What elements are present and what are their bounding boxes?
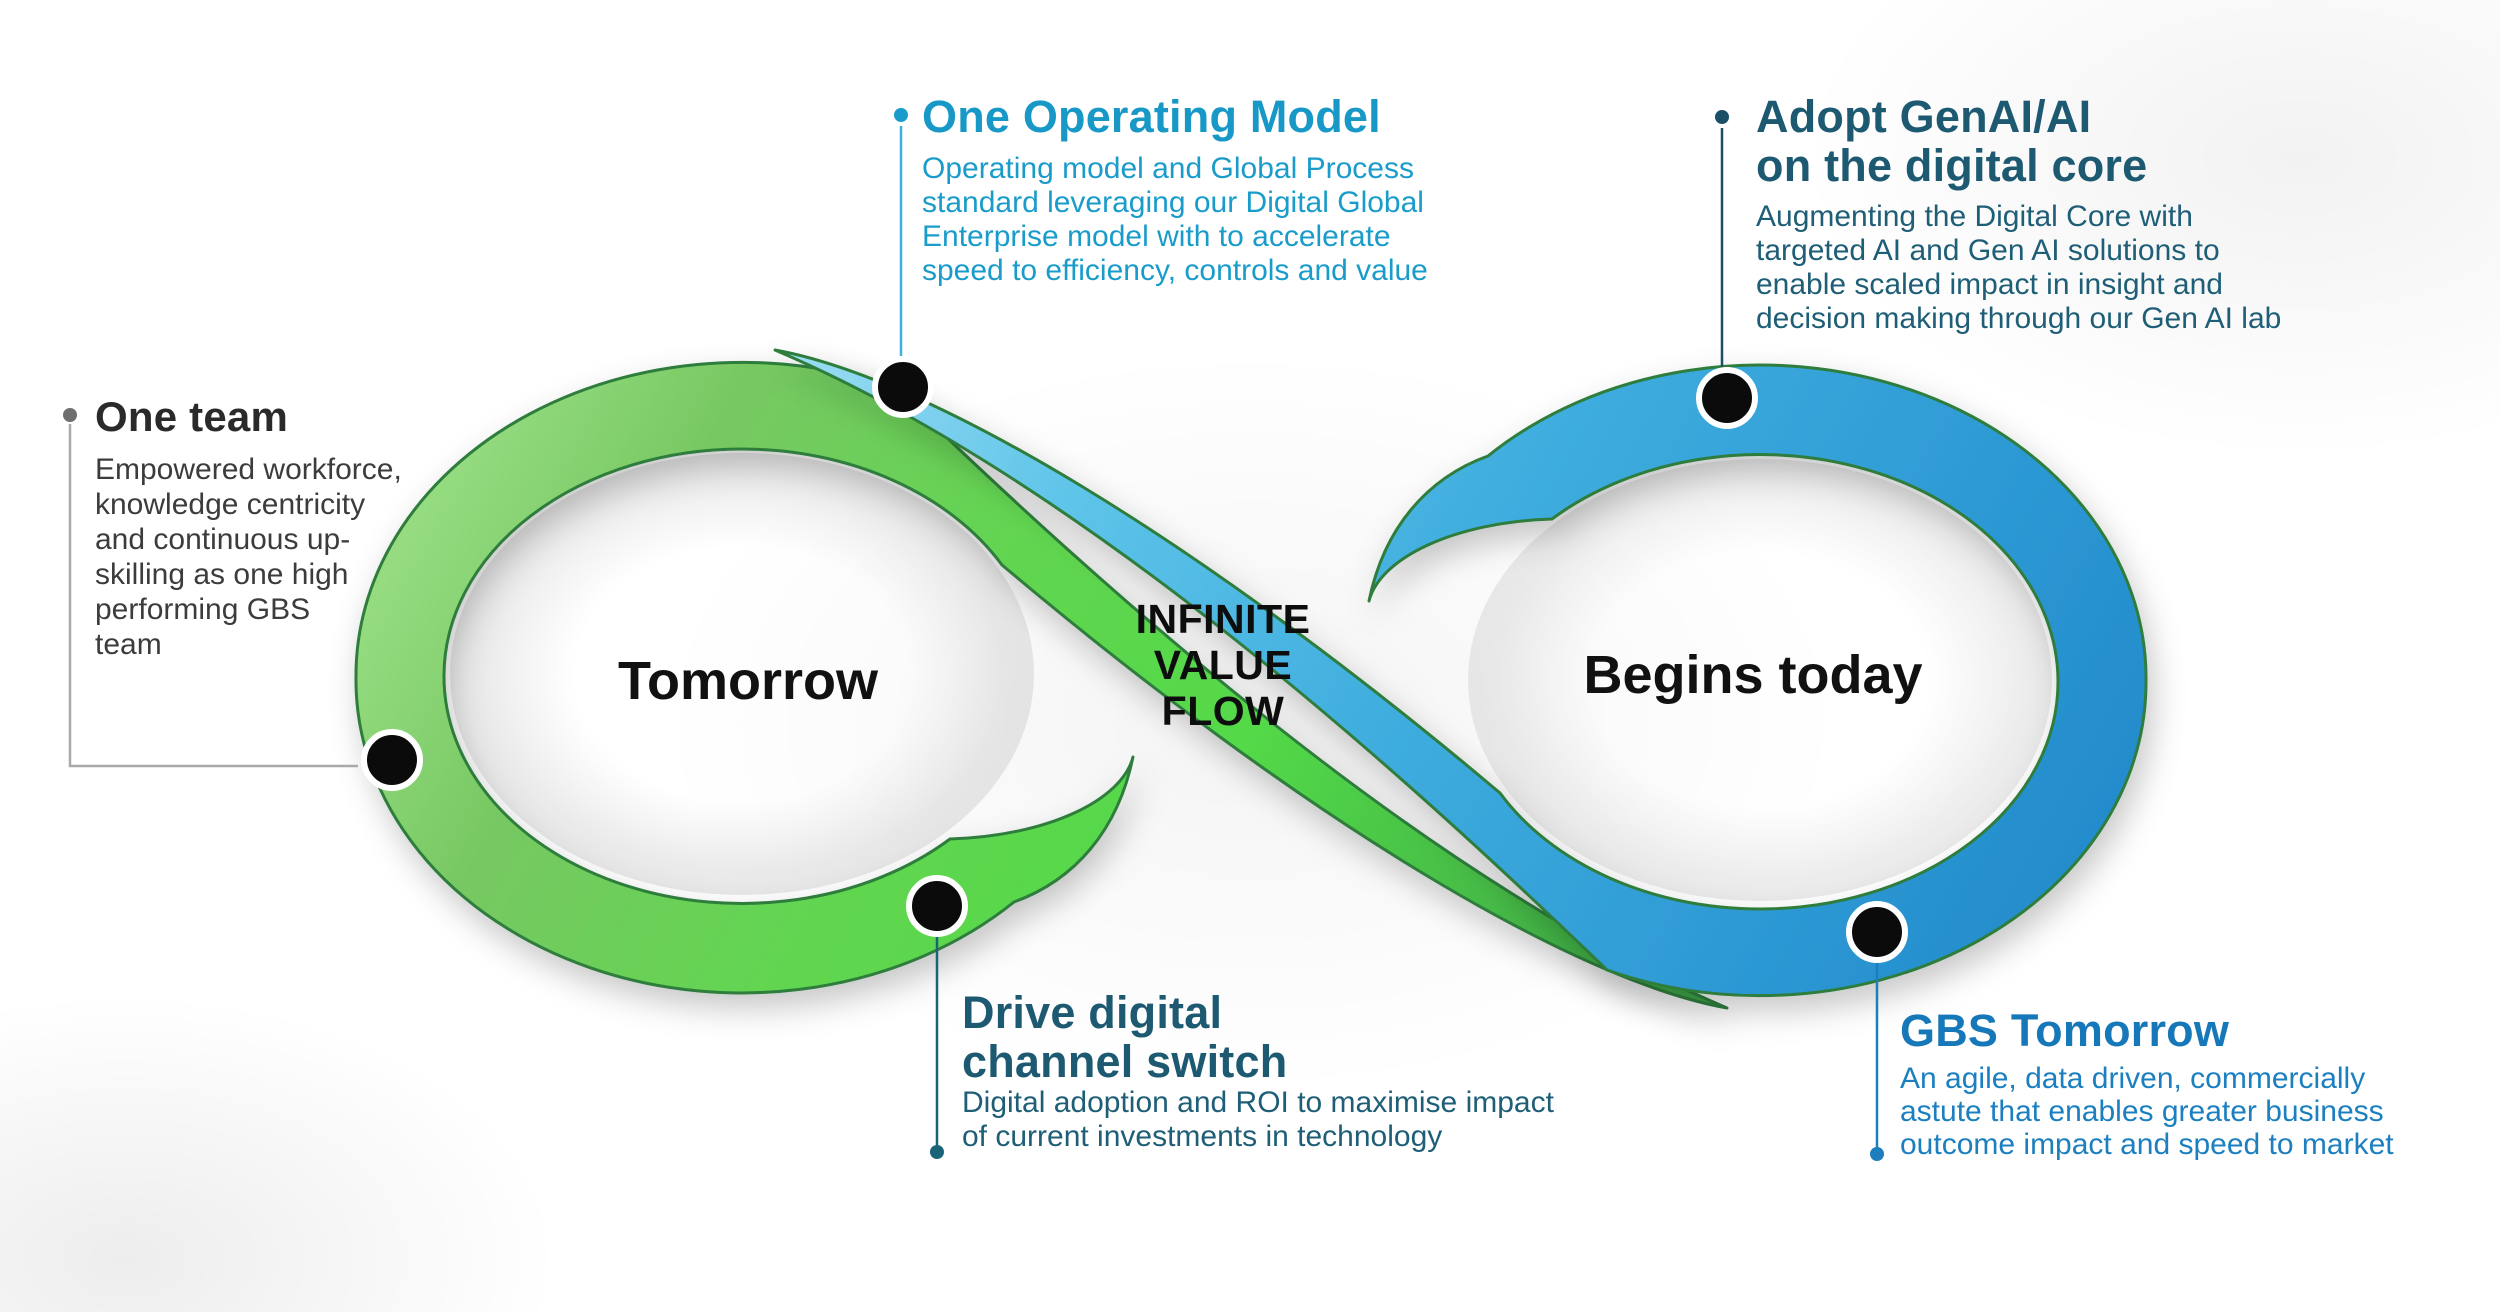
callout-drive-digital-body: Digital adoption and ROI to maximise imp… (962, 1086, 1554, 1154)
connector-one-operating-model (894, 108, 908, 356)
node-dot-adopt-genai (1696, 367, 1758, 429)
connector-drive-digital (930, 936, 944, 1159)
title-line: Drive digital (962, 987, 1223, 1038)
callout-one-team-title: One team (95, 393, 288, 440)
node-dot-drive-digital (906, 875, 968, 937)
callout-adopt-genai-body: Augmenting the Digital Core with targete… (1756, 200, 2281, 336)
callout-adopt-genai-title: Adopt GenAI/AI on the digital core (1756, 92, 2147, 190)
body-line: astute that enables greater business (1900, 1095, 2384, 1128)
callout-gbs-tomorrow-title: GBS Tomorrow (1900, 1005, 2230, 1056)
body-line: Empowered workforce, (95, 453, 402, 486)
body-line: knowledge centricity (95, 488, 366, 521)
callout-one-team-body: Empowered workforce, knowledge centricit… (95, 452, 402, 662)
body-line: Augmenting the Digital Core with (1756, 200, 2193, 233)
center-flow-label: INFINITE VALUE FLOW (1136, 596, 1311, 734)
right-loop-inner-shading (1468, 459, 2052, 901)
center-flow-line: FLOW (1161, 688, 1285, 734)
connector-endpoint-dot (1715, 110, 1729, 124)
center-flow-line: INFINITE (1135, 596, 1311, 642)
connector-adopt-genai (1715, 110, 1729, 367)
callout-drive-digital-title: Drive digital channel switch (962, 988, 1287, 1086)
title-line: Adopt GenAI/AI (1756, 91, 2092, 142)
connector-one-team (63, 408, 358, 768)
body-line: speed to efficiency, controls and value (922, 254, 1428, 287)
body-line: decision making through our Gen AI lab (1756, 302, 2282, 335)
connector-endpoint-dot (1870, 1147, 1884, 1161)
connector-endpoint-dot (894, 108, 908, 122)
left-loop-inner-shading (450, 453, 1034, 895)
left-loop-label: Tomorrow (618, 651, 878, 711)
body-line: Enterprise model with to accelerate (922, 220, 1391, 253)
body-line: standard leveraging our Digital Global (922, 186, 1424, 219)
body-line: performing GBS (95, 593, 311, 626)
body-line: and continuous up- (95, 523, 351, 556)
node-dot-one-operating-model (872, 356, 934, 418)
connector-gbs-tomorrow (1870, 963, 1884, 1161)
body-line: of current investments in technology (962, 1120, 1443, 1153)
title-line: channel switch (962, 1036, 1288, 1087)
callout-one-operating-model-body: Operating model and Global Process stand… (922, 152, 1428, 288)
center-flow-line: VALUE (1153, 642, 1293, 688)
body-line: Operating model and Global Process (922, 152, 1414, 185)
title-line: on the digital core (1756, 140, 2148, 191)
body-line: enable scaled impact in insight and (1756, 268, 2223, 301)
body-line: targeted AI and Gen AI solutions to (1756, 234, 2220, 267)
node-dot-gbs-tomorrow (1846, 901, 1908, 963)
connector-endpoint-dot (63, 408, 77, 422)
body-line: skilling as one high (95, 558, 349, 591)
green-ribbon-tomorrow-loop (354, 360, 1729, 1010)
body-line: An agile, data driven, commercially (1900, 1062, 2366, 1095)
right-loop-label: Begins today (1583, 645, 1923, 705)
callout-gbs-tomorrow-body: An agile, data driven, commercially astu… (1900, 1062, 2394, 1161)
body-line: team (95, 628, 162, 661)
node-dot-one-team (361, 729, 423, 791)
connector-endpoint-dot (930, 1145, 944, 1159)
body-line: outcome impact and speed to market (1900, 1128, 2394, 1161)
body-line: Digital adoption and ROI to maximise imp… (962, 1086, 1554, 1119)
callout-one-operating-model-title: One Operating Model (922, 91, 1381, 142)
